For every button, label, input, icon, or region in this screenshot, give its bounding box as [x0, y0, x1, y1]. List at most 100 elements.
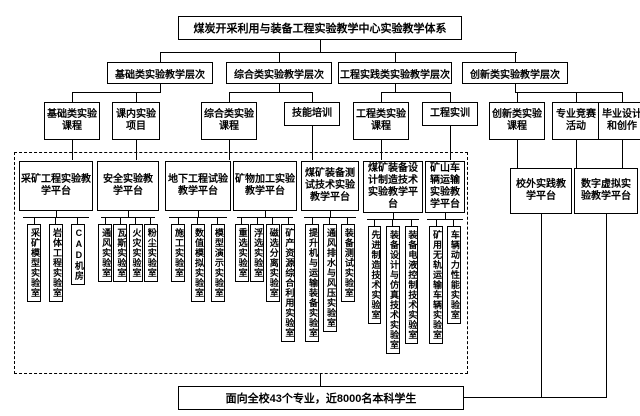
- platform-box: 地下工程试验教学平台: [165, 161, 231, 211]
- lab-box: 采矿模型实验室: [27, 224, 41, 302]
- lab-item: 重选实验室: [234, 218, 249, 282]
- lab-item: 浮选实验室: [250, 218, 265, 282]
- distribution-line: [236, 217, 294, 218]
- lab-box: 通风实验室: [98, 224, 113, 282]
- connector-stub: [177, 218, 179, 224]
- labs-row: 重选实验室浮选实验室磁选分离实验室矿产资源综合利用实验室: [233, 218, 297, 342]
- connector-line: [160, 84, 161, 92]
- platform-group: 矿山车辆运输实验教学平台矿用无轨运输车辆实验室车辆动力性能实验室: [425, 161, 465, 344]
- connector-stub: [104, 218, 106, 224]
- lab-box: 先进制造技术实验室: [367, 226, 382, 324]
- lab-item: 矿用无轨运输车辆实验室: [429, 220, 443, 344]
- tier2-box-innovation: 创新类实验教学层次: [462, 62, 568, 84]
- connector-line: [450, 126, 451, 160]
- tier3-box-competition: 专业竞赛活动: [552, 102, 600, 140]
- distribution-line: [427, 219, 463, 220]
- tier3-box-skill-training: 技能培训: [284, 102, 340, 126]
- platform-dashed-container: 采矿工程实验教学平台采矿模型实验室岩体工程实验室 CAD机房安全实验教学平台通风实…: [14, 152, 468, 374]
- lab-box: 车辆动力性能实验室: [447, 226, 461, 324]
- connector-line: [381, 92, 451, 93]
- lab-item: 车辆动力性能实验室: [447, 220, 461, 324]
- connector-line: [136, 92, 137, 102]
- connector-line: [622, 140, 623, 168]
- connector-line: [576, 92, 577, 102]
- tier3-box-basic-courses: 基础类实验课程: [44, 102, 100, 140]
- connector-stub: [329, 211, 331, 217]
- connector-line: [395, 84, 396, 92]
- lab-box: 岩体工程实验室: [49, 224, 63, 302]
- connector-stub: [374, 220, 376, 226]
- tier3-box-engineering-courses: 工程类实验课程: [353, 102, 409, 140]
- platform-box: 安全实验教学平台: [97, 161, 159, 211]
- lab-box: 磁选分离实验室: [265, 224, 280, 302]
- platform-group: 采矿工程实验教学平台采矿模型实验室岩体工程实验室 CAD机房: [19, 161, 93, 302]
- labs-row: 采矿模型实验室岩体工程实验室 CAD机房: [19, 218, 93, 302]
- lab-box: 矿用无轨运输车辆实验室: [429, 226, 443, 344]
- platform-box: 煤矿装备测试技术实验教学平台: [301, 161, 359, 211]
- connector-line: [229, 92, 313, 93]
- connector-stub: [453, 220, 455, 226]
- connector-stub: [55, 211, 57, 217]
- connector-stub: [435, 220, 437, 226]
- platform-box: 矿山车辆运输实验教学平台: [425, 161, 465, 213]
- tier3-box-inclass-projects: 课内实验项目: [112, 102, 160, 140]
- connector-line: [160, 52, 161, 62]
- lab-item: 矿产资源综合利用实验室: [281, 218, 296, 342]
- lab-box: 装备测试实验室: [341, 224, 355, 302]
- connector-stub: [347, 218, 349, 224]
- connector-stub: [150, 218, 152, 224]
- tier3-box-engineering-training: 工程实训: [422, 102, 478, 126]
- connector-stub: [119, 218, 121, 224]
- lab-box: 装备设计与仿真技术实验室: [386, 226, 400, 354]
- lab-box: CAD机房: [71, 224, 85, 285]
- labs-row: 提升机与运输装备实验室通风排水与风压实验室装备测试实验室: [301, 218, 359, 342]
- distribution-line: [366, 219, 420, 220]
- labs-row: 矿用无轨运输车辆实验室车辆动力性能实验室: [425, 220, 465, 344]
- connector-line: [279, 52, 280, 62]
- connector-line: [229, 140, 230, 160]
- platform-box: 矿物加工实验教学平台: [233, 161, 297, 211]
- connector-stub: [272, 218, 274, 224]
- lab-item: 模型演示实验室: [211, 218, 225, 302]
- lab-item: 磁选分离实验室: [265, 218, 280, 302]
- tier2-box-basic: 基础类实验教学层次: [107, 62, 213, 84]
- lab-item: CAD机房: [71, 218, 85, 285]
- connector-stub: [197, 218, 199, 224]
- lab-item: 通风实验室: [98, 218, 113, 282]
- connector-stub: [197, 211, 199, 217]
- platform-group: 矿物加工实验教学平台重选实验室浮选实验室磁选分离实验室矿产资源综合利用实验室: [233, 161, 297, 342]
- platform-box: 采矿工程实验教学平台: [19, 161, 93, 211]
- distribution-line: [304, 217, 356, 218]
- connector-stub: [264, 211, 266, 217]
- connector-line: [450, 92, 451, 102]
- footer-box: 面向全校43个专业，近8000名本科学生: [178, 386, 464, 410]
- connector-line: [515, 52, 516, 62]
- lab-box: 瓦斯实验室: [113, 224, 128, 282]
- lab-item: 装备电液控制技术实验室: [404, 220, 419, 344]
- lab-box: 粉尘实验室: [143, 224, 158, 282]
- connector-line: [381, 92, 382, 102]
- lab-box: 提升机与运输装备实验室: [305, 224, 319, 342]
- platform-box: 煤矿装备设计制造技术实验教学平台: [363, 161, 423, 213]
- connector-line: [72, 92, 73, 102]
- lab-item: 装备设计与仿真技术实验室: [386, 220, 400, 354]
- connector-stub: [127, 211, 129, 217]
- distribution-line: [100, 217, 156, 218]
- labs-row: 施工实验室数值模拟实验室模型演示实验室: [165, 218, 231, 302]
- connector-line: [136, 140, 137, 160]
- connector-line: [517, 140, 518, 168]
- lab-box: 施工实验室: [171, 224, 185, 282]
- connector-line: [515, 84, 516, 92]
- tier3-box-innovation-courses: 创新类实验课程: [489, 102, 545, 140]
- connector-stub: [241, 218, 243, 224]
- platform-group: 地下工程试验教学平台施工实验室数值模拟实验室模型演示实验室: [165, 161, 231, 302]
- connector-line: [320, 40, 321, 52]
- tier3-box-comprehensive-courses: 综合类实验课程: [201, 102, 257, 140]
- lab-item: 瓦斯实验室: [113, 218, 128, 282]
- lab-item: 提升机与运输装备实验室: [305, 218, 319, 342]
- diagram-title: 煤炭开采利用与装备工程实验教学中心实验教学体系: [178, 16, 462, 40]
- connector-line: [515, 92, 623, 93]
- connector-line: [381, 140, 382, 160]
